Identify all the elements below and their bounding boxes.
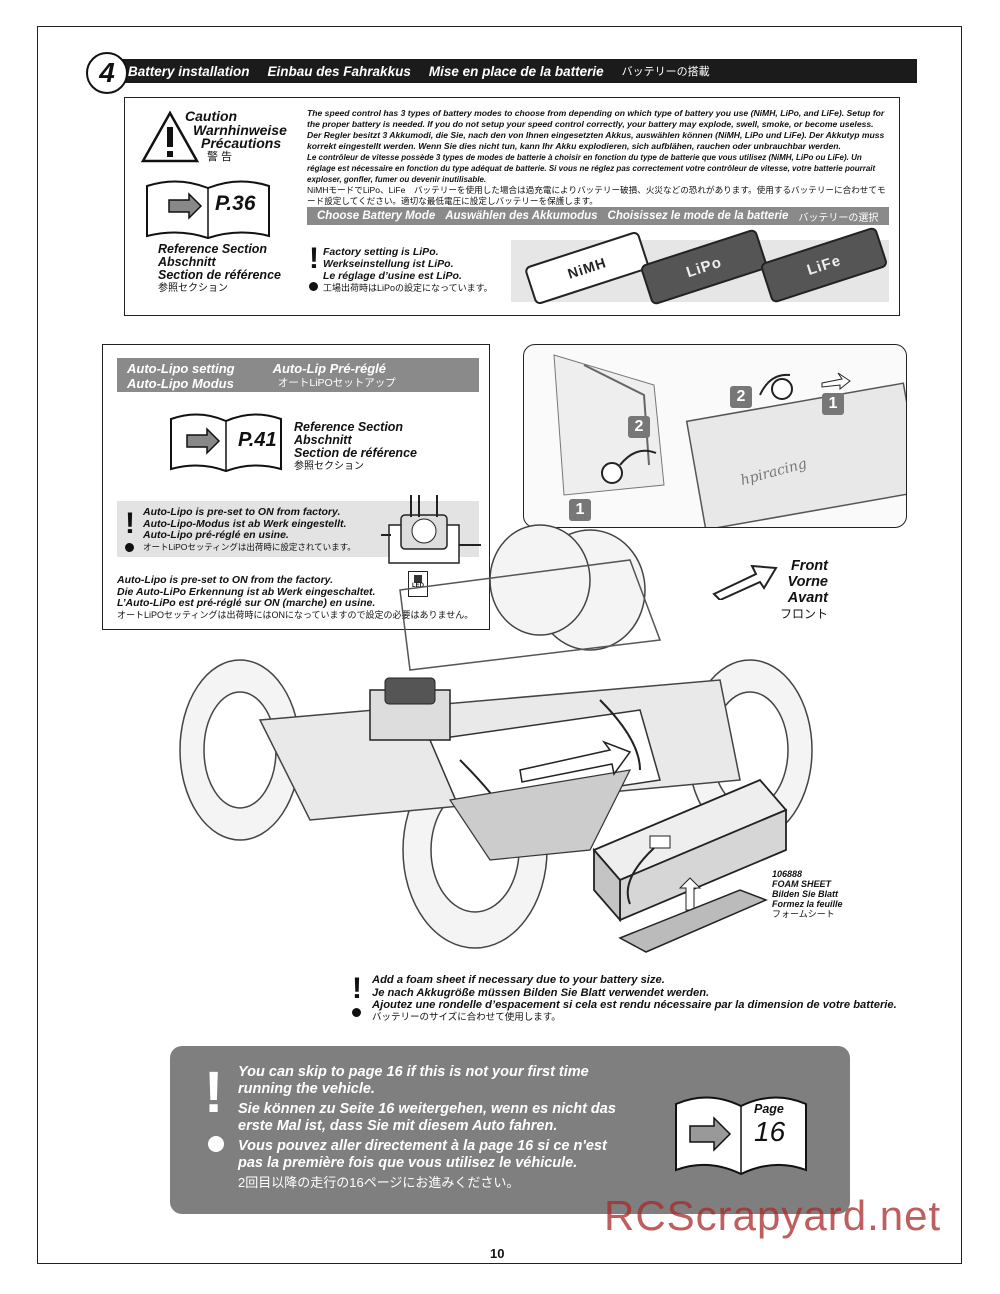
battery-mode-box: Caution Warnhinweise Précautions 警 告 P.3… (124, 97, 900, 316)
step-badge-2b: 2 (730, 386, 752, 408)
skip-fr-2: pas la première fois que vous utilisez l… (238, 1154, 578, 1171)
autolipo-desc-en: Auto-Lipo is pre-set to ON from the fact… (117, 574, 334, 586)
reference-book-icon-2 (170, 413, 282, 473)
autolipo-ref-de: Abschnitt (294, 433, 352, 447)
page-label: Page (754, 1102, 784, 1116)
autolipo-ref-en: Reference Section (294, 420, 404, 434)
warning-triangle-icon (140, 110, 200, 163)
battery-text-fr: Le contrôleur de vitesse possède 3 types… (307, 153, 876, 184)
foam-part-number: 106888 (772, 869, 803, 879)
foam-note-fr: Ajoutez une rondelle d’espacement si cel… (372, 999, 897, 1011)
esc-illustration (381, 495, 481, 564)
skip-de-2: erste Mal ist, dass Sie mit diesem Auto … (238, 1117, 558, 1134)
step-title-jp: バッテリーの搭載 (621, 66, 710, 78)
skip-warning-icon: ! (204, 1060, 224, 1125)
skip-de-1: Sie können zu Seite 16 weitergehen, wenn… (238, 1101, 616, 1117)
autolipo-box: Auto-Lipo setting Auto-Lip Pré-réglé Aut… (102, 344, 490, 630)
autolipo-ref-fr: Section de référence (294, 446, 417, 460)
ref1-jp: 参照セクション (158, 283, 228, 294)
autolipo-warning-icon: ! (125, 507, 135, 540)
autolipo-title-jp: オートLiPOセットアップ (277, 377, 396, 389)
factory-warning-icon: ! (309, 242, 319, 275)
foam-note-de: Je nach Akkugröße müssen Bilden Sie Blat… (372, 986, 710, 999)
strap-detail-illustration: hpiracing (553, 354, 906, 527)
autolipo-ref-jp: 参照セクション (294, 461, 364, 472)
front-en: Front (790, 558, 828, 574)
skip-jp: 2回目以降の走行の16ページにお進みください。 (238, 1175, 520, 1190)
autolipo-desc-fr: L’Auto-LiPo est pré-réglé sur ON (marche… (117, 597, 376, 609)
step-title-en: Battery installation (128, 63, 250, 79)
caution-jp: 警 告 (207, 150, 233, 163)
choose-mode-jp: バッテリーの選択 (798, 212, 879, 224)
foam-de: Bilden Sie Blatt (772, 889, 839, 899)
choose-mode-de: Auswählen des Akkumodus (445, 210, 598, 222)
factory-fr: Le réglage d’usine est LiPo. (323, 270, 462, 282)
page-target-number: 16 (754, 1116, 786, 1147)
autolipo-desc-jp: オートLiPOセッティングは出荷時にはONになっていますので設定の必要はありませ… (117, 609, 474, 620)
reference-book-icon (146, 180, 270, 240)
step-badge-1a: 1 (569, 499, 591, 521)
foam-jp: フォームシート (772, 909, 835, 919)
vehicle-illustration (179, 524, 813, 949)
foam-note-jp: バッテリーのサイズに合わせて使用します。 (372, 1011, 561, 1023)
foam-bullet-icon (352, 1008, 361, 1017)
front-fr: Avant (787, 590, 828, 606)
led-label: LED (412, 583, 424, 589)
skip-fr-1: Vous pouvez aller directement à la page … (238, 1138, 607, 1154)
front-jp: フロント (779, 607, 828, 621)
skip-en-2: running the vehicle. (238, 1080, 375, 1097)
factory-bullet-icon (309, 282, 318, 291)
caution-de: Warnhinweise (193, 121, 287, 138)
foam-note-en: Add a foam sheet if necessary due to you… (372, 974, 665, 986)
skip-en-1: You can skip to page 16 if this is not y… (238, 1064, 589, 1080)
autolipo-ref-page: P.41 (238, 429, 277, 451)
step-title-fr: Mise en place de la batterie (428, 63, 604, 79)
page-frame (37, 26, 962, 1264)
led-switch-icon: LED (408, 571, 428, 597)
foam-fr: Formez la feuille (772, 899, 843, 909)
step-number: 4 (86, 52, 128, 94)
page-number: 10 (490, 1246, 505, 1261)
foam-en: FOAM SHEET (772, 879, 832, 889)
watermark: RCScrapyard.net (604, 1192, 942, 1239)
battery-text-en: The speed control has 3 types of battery… (307, 108, 885, 129)
battery-pack-illustration (592, 778, 788, 953)
autolipo-bullet-icon (125, 543, 134, 552)
ref1-en: Reference Section (158, 242, 268, 256)
factory-jp: 工場出荷時はLiPoの設定になっています。 (323, 283, 493, 293)
strap-detail-callout: hpiracing 1 2 2 1 (523, 344, 907, 528)
caution-en: Caution (185, 108, 238, 124)
front-arrow-icon (712, 564, 778, 600)
skip-bullet-icon (208, 1136, 224, 1152)
ref1-page: P.36 (215, 192, 256, 215)
foam-warning-icon: ! (352, 972, 362, 1005)
step-title-bar: Battery installation Einbau des Fahrakku… (104, 59, 917, 83)
factory-de: Werkseinstellung ist LiPo. (323, 258, 454, 270)
step-badge-2a: 2 (628, 416, 650, 438)
step-badge-1b: 1 (822, 393, 844, 415)
autolipo-title-fr: Auto-Lip Pré-réglé (272, 361, 386, 376)
autolipo-note-en: Auto-Lipo is pre-set to ON from factory. (143, 506, 341, 518)
front-de: Vorne (787, 574, 828, 590)
factory-en: Factory setting is LiPo. (323, 246, 439, 258)
caution-fr: Précautions (201, 135, 282, 151)
ref1-fr: Section de référence (158, 268, 281, 282)
autolipo-desc-de: Die Auto-LiPo Erkennung ist ab Werk eing… (117, 585, 376, 598)
ref1-de: Abschnitt (158, 255, 216, 269)
choose-mode-bar: Choose Battery Mode Auswählen des Akkumo… (307, 207, 889, 225)
autolipo-note-de: Auto-Lipo-Modus ist ab Werk eingestellt. (143, 517, 347, 530)
autolipo-note-fr: Auto-Lipo pré-réglé en usine. (143, 529, 289, 541)
step-title-de: Einbau des Fahrakkus (267, 63, 411, 79)
autolipo-title-en: Auto-Lipo setting (127, 361, 235, 376)
autolipo-title-de: Auto-Lipo Modus (127, 376, 234, 391)
autolipo-title-bar: Auto-Lipo setting Auto-Lip Pré-réglé Aut… (117, 358, 479, 392)
page-book-icon (675, 1096, 807, 1176)
battery-text-jp: NiMHモードでLiPo、LiFe バッテリーを使用した場合は過充電によりバッテ… (307, 185, 886, 206)
battery-text-de: Der Regler besitzt 3 Akkumodi, die Sie, … (307, 130, 885, 151)
choose-mode-en: Choose Battery Mode (317, 210, 436, 222)
choose-mode-fr: Choisissez le mode de la batterie (607, 210, 789, 222)
skip-panel: ! You can skip to page 16 if this is not… (170, 1046, 850, 1214)
autolipo-note-jp: オートLiPOセッティングは出荷時に設定されています。 (143, 541, 356, 552)
